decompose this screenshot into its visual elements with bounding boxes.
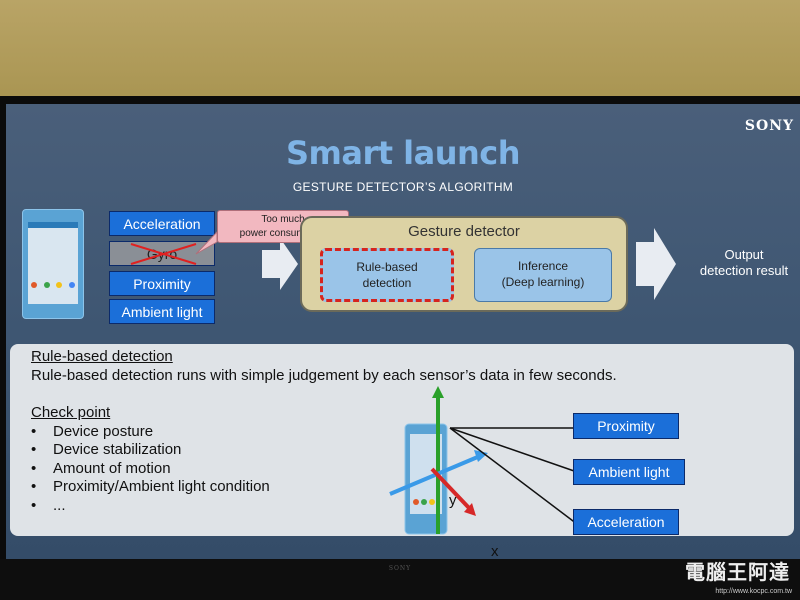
check-point-heading: Check point — [31, 404, 110, 421]
input-arrow — [262, 238, 298, 290]
watermark-logo: 電腦王阿達 — [685, 556, 790, 585]
diagram-label-acceleration: Acceleration — [573, 509, 679, 535]
watermark-url: http://www.kocpc.com.tw — [715, 588, 792, 595]
presentation-slide: SONY Smart launch GESTURE DETECTOR’S ALG… — [6, 104, 800, 559]
list-item: Device posture — [31, 423, 270, 441]
connector-ambient — [450, 428, 577, 472]
diagram-label-proximity: Proximity — [573, 413, 679, 439]
x-axis-label: x — [491, 543, 499, 559]
inference-box: Inference (Deep learning) — [474, 248, 612, 302]
list-item: ... — [31, 497, 270, 515]
list-item: Proximity/Ambient light condition — [31, 478, 270, 496]
wall-background — [0, 0, 800, 100]
diagram-label-ambient-light: Ambient light — [573, 459, 685, 485]
y-axis-label: y — [449, 492, 457, 509]
list-item: Device stabilization — [31, 441, 270, 459]
info-description: Rule-based detection runs with simple ju… — [31, 367, 617, 384]
output-arrow — [636, 228, 676, 300]
gesture-detector-box: Gesture detector Rule-based detection In… — [300, 216, 628, 312]
callout-pointer — [196, 232, 217, 254]
rule-based-detection-box: Rule-based detection — [320, 248, 454, 302]
check-point-list: Device posture Device stabilization Amou… — [31, 423, 270, 515]
output-label: Output detection result — [686, 247, 800, 279]
tv-brand-logo: SONY — [0, 565, 800, 572]
gesture-detector-title: Gesture detector — [302, 223, 626, 240]
info-panel: Rule-based detection Rule-based detectio… — [10, 344, 794, 536]
info-heading: Rule-based detection — [31, 348, 173, 365]
list-item: Amount of motion — [31, 460, 270, 478]
